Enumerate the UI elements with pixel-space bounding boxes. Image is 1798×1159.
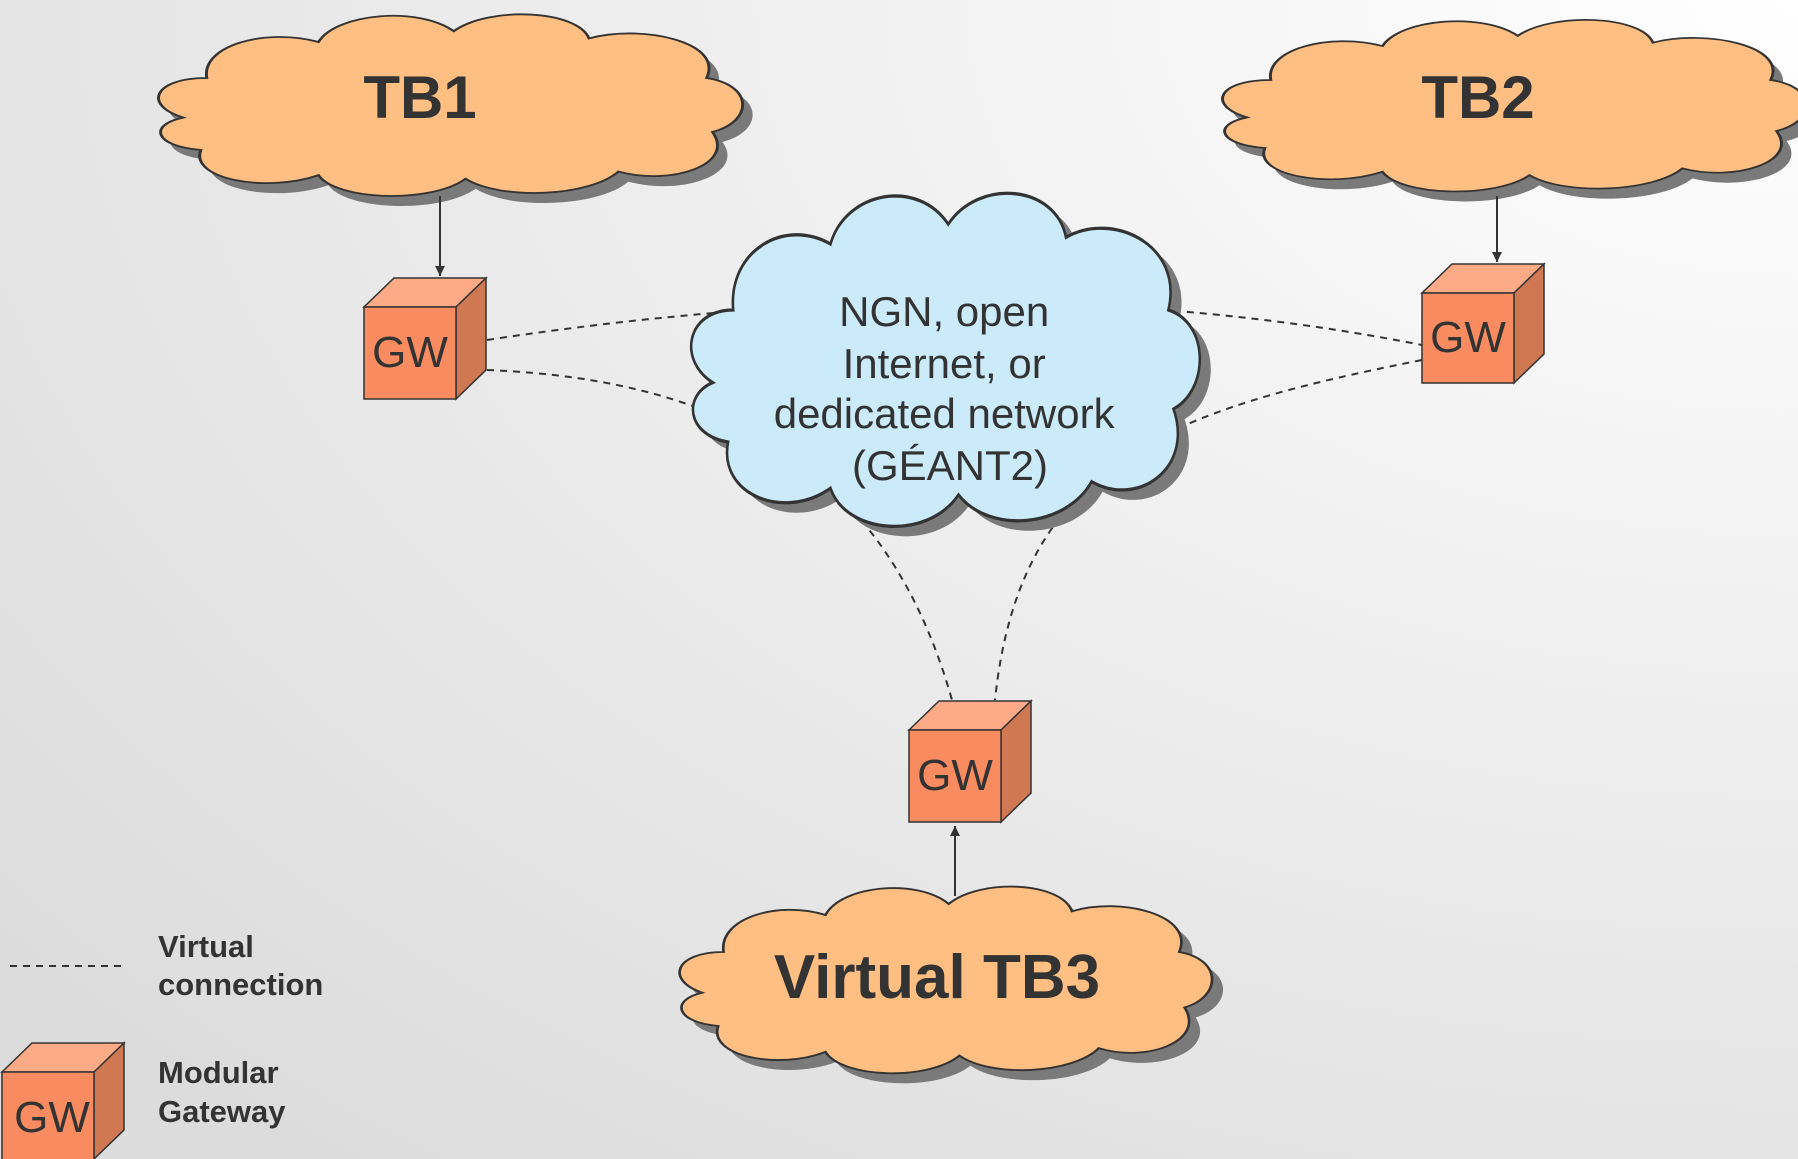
virtual-connection-gw1-gw3: [486, 369, 953, 701]
legend-gateway-icon: GW: [0, 1041, 126, 1159]
legend-virtual-connection-line1: Virtual: [158, 929, 254, 964]
network-label-line-4: (GÉANT2): [852, 442, 1048, 489]
gateway-gw1-label: GW: [372, 328, 448, 377]
legend-modular-gateway-line2: Gateway: [158, 1094, 286, 1129]
gateway-gw3: GW: [907, 699, 1033, 824]
network-label-line-1: NGN, open: [839, 288, 1049, 335]
gateway-gw2: GW: [1420, 262, 1546, 385]
legend-modular-gateway-label: Modular Gateway: [158, 1055, 287, 1129]
virtual-connection-gw1-gw2: [486, 301, 1423, 346]
gateway-gw2-label: GW: [1430, 313, 1506, 362]
arrows: [435, 196, 1502, 896]
cloud-tb3-label: Virtual TB3: [774, 943, 1100, 1012]
cloud-tb1-label: TB1: [363, 64, 476, 131]
network-label: NGN, open Internet, or dedicated network…: [774, 288, 1127, 489]
legend-gateway-icon-label: GW: [14, 1093, 90, 1142]
legend-virtual-connection-label: Virtual connection: [158, 929, 323, 1002]
network-label-line-2: Internet, or: [843, 340, 1046, 387]
network-label-line-3: dedicated network: [774, 390, 1116, 437]
gateway-gw1: GW: [362, 276, 488, 401]
cloud-tb2-label: TB2: [1421, 64, 1534, 131]
cloud-network: NGN, open Internet, or dedicated network…: [689, 191, 1211, 537]
cloud-tb3: Virtual TB3: [678, 885, 1224, 1084]
gateway-gw3-label: GW: [917, 751, 993, 800]
cloud-tb2: TB2: [1221, 18, 1798, 202]
legend: Virtual connection GW Modular Gateway: [0, 929, 323, 1159]
legend-virtual-connection-line2: connection: [158, 967, 323, 1002]
legend-modular-gateway-line1: Modular: [158, 1055, 279, 1090]
cloud-tb1: TB1: [157, 12, 753, 206]
